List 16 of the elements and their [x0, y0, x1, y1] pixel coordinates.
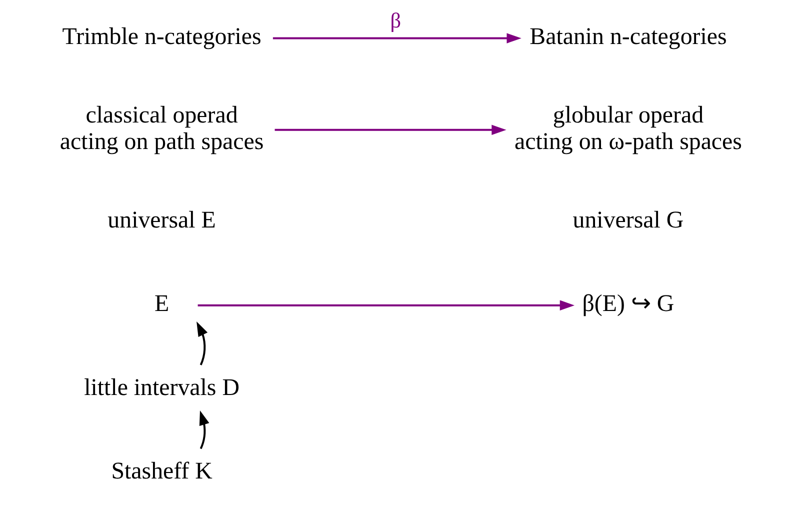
node-text: little intervals D — [84, 374, 239, 400]
node-text: Stasheff K — [110, 458, 212, 484]
node-text: β(E) ↪ G — [582, 290, 674, 317]
node-text: E — [154, 290, 169, 317]
node-text: universal G — [572, 206, 684, 233]
edge-label: β — [390, 8, 401, 32]
node-text: globular operad acting on ω-path spaces — [514, 102, 742, 155]
arrow — [272, 32, 521, 43]
arrow — [198, 410, 209, 449]
arrow — [197, 300, 574, 310]
arrow — [196, 321, 208, 365]
node-text: universal E — [107, 206, 216, 233]
node-text: Trimble n-categories — [62, 24, 261, 50]
node-text: classical operad acting on path spaces — [59, 102, 264, 155]
arrow — [274, 124, 506, 135]
node-text: Batanin n-categories — [529, 24, 726, 50]
